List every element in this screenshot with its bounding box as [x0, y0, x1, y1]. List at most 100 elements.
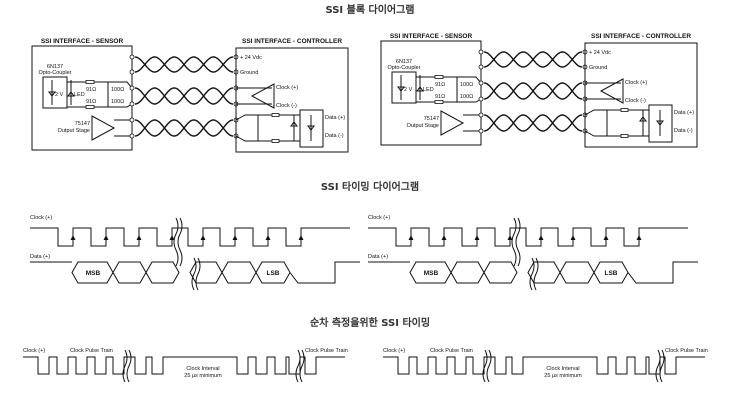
resistor-icon [434, 100, 444, 104]
clock-label: Clock (+) [30, 215, 52, 221]
terminal-icon [478, 96, 484, 102]
twisted-wire [483, 114, 583, 132]
block-diagram-right: SSI INTERFACE - SENSOR 6N137 Opto-Couple… [380, 33, 698, 148]
data-waveform [30, 261, 360, 284]
interval-min-label: 25 µs minimum [544, 373, 582, 379]
lsb-label: LSB [267, 270, 280, 277]
msb-label: MSB [86, 270, 101, 277]
r1-label: 91Ω [86, 87, 96, 93]
terminal-icon [478, 128, 484, 134]
ground-label: Ground [240, 70, 258, 76]
r2-label: 91Ω [86, 99, 96, 105]
arrow-up-icon [441, 235, 447, 240]
arrow-up-icon [298, 235, 304, 240]
r4-label: 100Ω [460, 94, 473, 100]
sequential-timing-right: Clock (+) Clock Pulse Train Clock Pulse … [383, 348, 708, 383]
data-label: Data (+) [368, 254, 388, 260]
resistor-icon [85, 105, 95, 109]
diode-icon [656, 110, 664, 136]
twisted-wire [483, 51, 583, 68]
lsb-label: LSB [605, 270, 618, 277]
terminal-icon [478, 64, 484, 70]
clock-minus-label: Clock (-) [625, 98, 646, 104]
seq-clock-label: Clock (+) [23, 348, 45, 354]
terminal-icon [129, 54, 135, 60]
terminal-icon [129, 69, 135, 75]
timing-diagram-left: Clock (+) Data (+) MSB LSB [30, 215, 360, 291]
pulse-train-label: Clock Pulse Train [430, 348, 473, 354]
block-diagram-title: SSI 블록 다이어그램 [325, 3, 414, 16]
led-label: LED [423, 87, 434, 93]
terminal-icon [478, 80, 484, 86]
arrow-up-icon [538, 235, 544, 240]
break-mark [482, 349, 665, 383]
arrow-up-icon [474, 235, 480, 240]
opto-coupler-box [391, 71, 417, 104]
terminal-icon [478, 112, 484, 118]
r3-label: 100Ω [460, 82, 473, 88]
sequential-timing-left: Clock (+) Clock Pulse Train Clock Pulse … [23, 348, 348, 383]
opto-part: 6N137 [47, 64, 63, 70]
data-waveform [368, 261, 698, 284]
pulse-train-label: Clock Pulse Train [70, 348, 113, 354]
r1-label: 91Ω [435, 82, 445, 88]
arrow-up-icon [169, 235, 175, 240]
sequential-timing-title: 순차 측정을위한 SSI 타이밍 [310, 316, 430, 329]
resistor-icon [271, 113, 280, 117]
r4-label: 100Ω [111, 99, 124, 105]
sensor-title: SSI INTERFACE - SENSOR [41, 38, 124, 45]
data-plus-label: Data (+) [674, 110, 694, 116]
diode-icon [48, 80, 75, 105]
controller-box [584, 42, 698, 148]
controller-title: SSI INTERFACE - CONTROLLER [591, 33, 691, 40]
opto-part: 6N137 [396, 59, 412, 65]
arrow-up-icon [232, 235, 238, 240]
diode-icon [397, 75, 424, 100]
controller-title: SSI INTERFACE - CONTROLLER [242, 38, 342, 45]
arrow-up-icon [265, 235, 271, 240]
break-mark [122, 349, 305, 383]
terminal-icon [129, 117, 135, 123]
data-opto-box [648, 104, 673, 143]
arrow-up-icon [103, 235, 109, 240]
twisted-wire [483, 82, 583, 100]
data-input-wiring [584, 109, 649, 137]
diode-icon [307, 115, 315, 141]
msb-label: MSB [424, 270, 439, 277]
opto-coupler-box [42, 76, 68, 109]
zener-label: 2 V [404, 87, 413, 93]
resistor-icon [85, 80, 95, 84]
block-diagram-left: SSI INTERFACE - SENSOR 6N137 Opto-Couple… [31, 38, 349, 153]
terminal-icon [478, 49, 484, 55]
clock-minus-label: Clock (-) [276, 103, 297, 109]
ground-label: Ground [589, 65, 607, 71]
break-mark [173, 217, 201, 291]
data-minus-label: Data (-) [325, 133, 344, 139]
resistor-icon [271, 139, 280, 143]
supply-label: + 24 Vdc [240, 55, 262, 61]
data-opto-box [299, 109, 324, 148]
data-input-wiring [235, 114, 300, 142]
seq-clock-waveform [383, 356, 705, 375]
opto-label: Opto-Coupler [387, 65, 420, 71]
arrow-up-icon [570, 235, 576, 240]
interval-min-label: 25 µs minimum [184, 373, 222, 379]
sensor-title: SSI INTERFACE - SENSOR [390, 33, 473, 40]
seq-clock-label: Clock (+) [383, 348, 405, 354]
opto-label: Opto-Coupler [38, 70, 71, 76]
data-minus-label: Data (-) [674, 128, 693, 134]
arrow-up-icon [70, 235, 76, 240]
timing-diagram-title: SSI 타이밍 다이어그램 [321, 180, 419, 193]
supply-label: + 24 Vdc [589, 50, 611, 56]
resistor-icon [434, 75, 444, 79]
arrow-up-icon [200, 235, 206, 240]
controller-box [235, 47, 349, 153]
arrow-up-icon [507, 235, 513, 240]
terminal-icon [129, 85, 135, 91]
break-mark [511, 217, 539, 291]
sensor-box [380, 40, 482, 146]
driver-label: Output Stage [58, 128, 90, 134]
interval-label: Clock Interval [546, 366, 579, 372]
arrow-up-icon [408, 235, 414, 240]
